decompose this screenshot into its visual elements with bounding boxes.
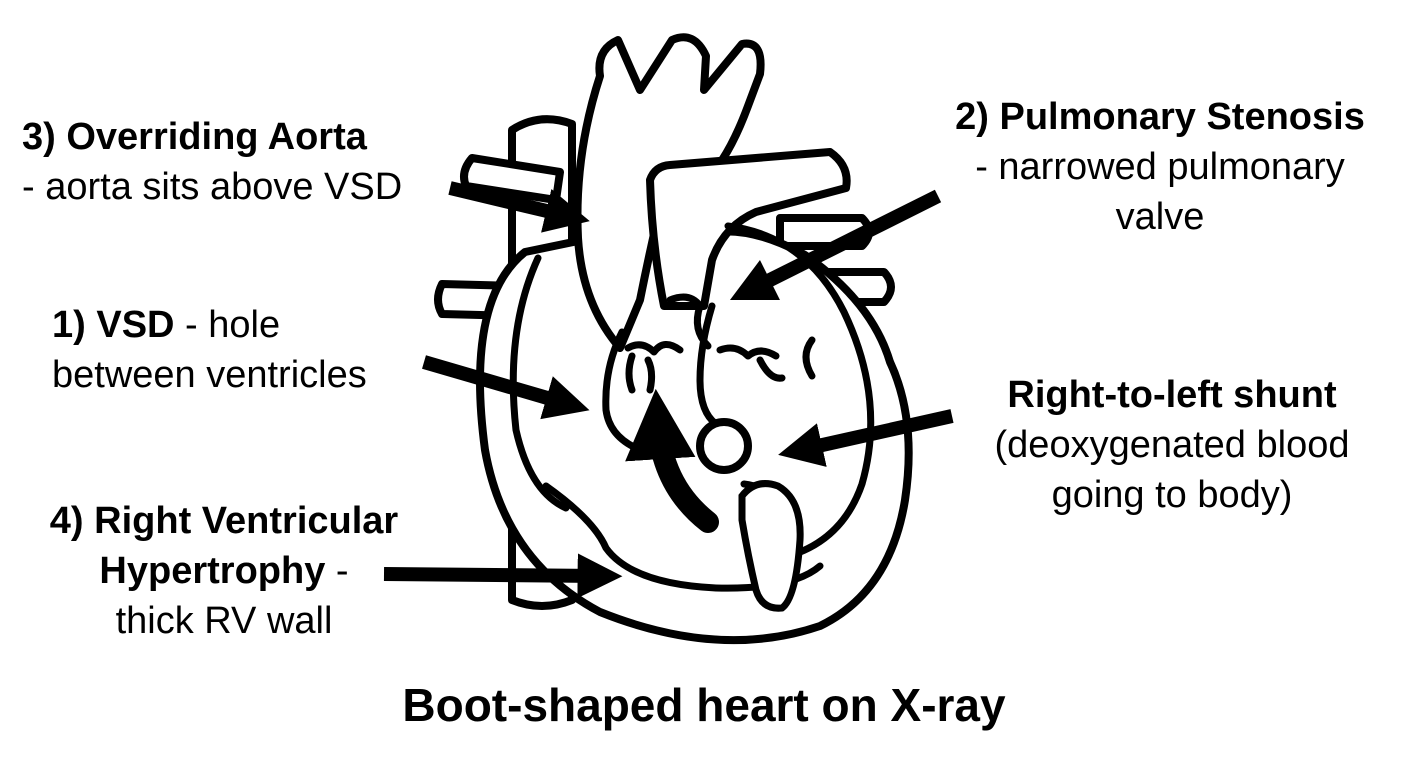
- right-valve-flap: [802, 336, 816, 380]
- tricuspid-valve: [624, 341, 684, 356]
- shunt-title: Right-to-left shunt: [1007, 374, 1337, 416]
- label-shunt: Right-to-left shunt (deoxygenated blood …: [952, 370, 1392, 520]
- label-vsd: 1) VSD - hole between ventricles: [52, 300, 367, 400]
- pulmonary-trunk: [646, 148, 851, 310]
- mitral-valve-left: [716, 344, 780, 360]
- apex-inner-loop: [738, 480, 804, 612]
- rvh-desc: thick RV wall: [115, 600, 333, 642]
- pulmonary-stenosis-desc-1: - narrowed pulmonary: [975, 146, 1345, 188]
- vsd-hole: [696, 418, 752, 474]
- vsd-desc-2: between ventricles: [52, 354, 367, 396]
- left-vessel-upper: [460, 154, 564, 204]
- pulmonary-stenosis-desc-2: valve: [1115, 196, 1205, 238]
- arrow-shunt: [778, 409, 954, 467]
- vsd-title: 1) VSD: [52, 304, 175, 346]
- septum-right: [696, 302, 720, 428]
- diagram-caption: Boot-shaped heart on X-ray: [402, 679, 1006, 731]
- arrow-pulmonary-stenosis: [729, 189, 942, 301]
- left-ventricle-wall: [724, 222, 875, 564]
- pulmonary-stenosis-title: 2) Pulmonary Stenosis: [955, 96, 1365, 138]
- mitral-valve-right: [756, 356, 786, 382]
- pulmonary-valve: [666, 293, 712, 350]
- shunt-desc-2: going to body): [1051, 474, 1293, 516]
- label-rvh: 4) Right Ventricular Hypertrophy - thick…: [24, 496, 424, 646]
- overriding-aorta-title: 3) Overriding Aorta: [22, 116, 367, 158]
- vsd-desc-1: - hole: [174, 304, 281, 346]
- label-overriding-aorta: 3) Overriding Aorta - aorta sits above V…: [22, 112, 402, 212]
- shunt-desc-1: (deoxygenated blood: [994, 424, 1350, 466]
- overriding-aorta-desc: - aorta sits above VSD: [22, 166, 403, 208]
- rvh-title-1: 4) Right Ventricular: [49, 500, 399, 542]
- flow-arrow-curved: [625, 388, 719, 533]
- chordae-lines: [625, 352, 656, 394]
- rvh-title-2: Hypertrophy: [99, 550, 326, 592]
- label-pulmonary-stenosis: 2) Pulmonary Stenosis - narrowed pulmona…: [920, 92, 1400, 242]
- rvh-title-2-suffix: -: [325, 550, 349, 592]
- arrow-rvh: [383, 553, 623, 599]
- right-atrium-wall: [509, 254, 570, 512]
- arrow-overriding-aorta: [448, 181, 590, 233]
- arrow-vsd: [422, 355, 590, 420]
